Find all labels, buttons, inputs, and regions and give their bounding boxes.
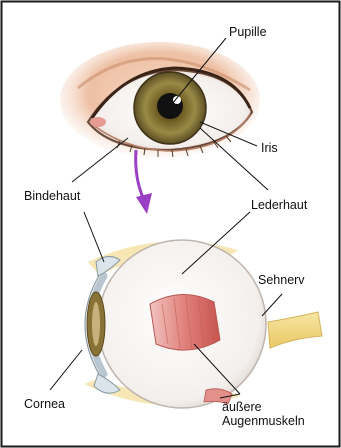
label-cornea: Cornea <box>24 397 65 411</box>
transition-arrow <box>136 150 152 214</box>
leader-bindehaut-2 <box>84 212 104 262</box>
label-pupille: Pupille <box>229 25 267 39</box>
optic-nerve <box>268 312 322 348</box>
front-eye-view <box>60 42 260 158</box>
label-muskeln-line1: äußere <box>222 400 262 414</box>
label-iris: Iris <box>261 141 278 155</box>
leader-sehnerv <box>262 294 282 316</box>
label-lederhaut: Lederhaut <box>251 198 307 212</box>
lens-inner <box>92 302 100 346</box>
label-bindehaut: Bindehaut <box>24 189 80 203</box>
eye-muscle <box>150 294 220 350</box>
leader-cornea <box>50 350 82 390</box>
cross-section-view <box>84 240 322 408</box>
label-muskeln-line2: Augenmuskeln <box>222 414 305 428</box>
label-sehnerv: Sehnerv <box>258 273 305 287</box>
tear-caruncle <box>90 117 106 127</box>
